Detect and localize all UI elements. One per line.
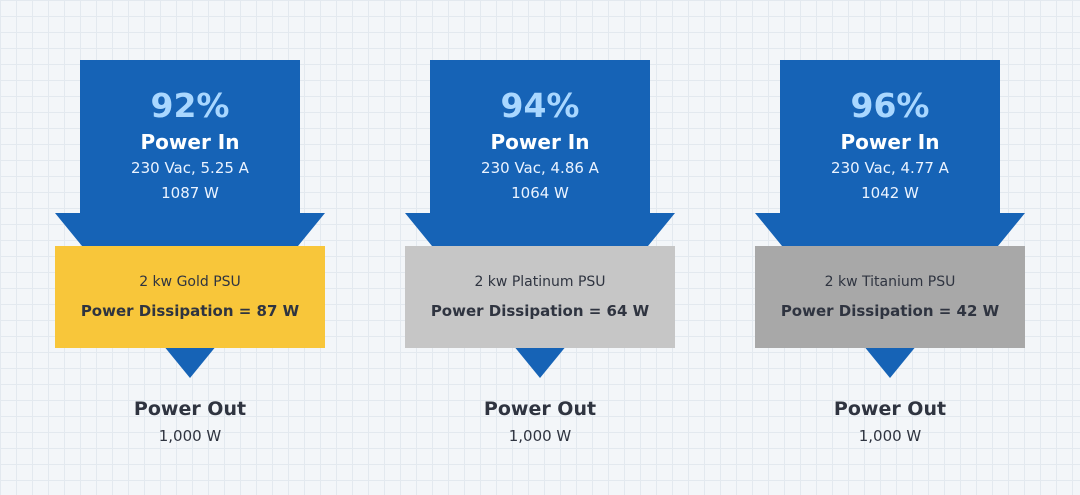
power-flow-arrow <box>755 60 1025 378</box>
efficiency-value: 92% <box>150 86 230 125</box>
input-voltage-current: 230 Vac, 4.86 A <box>481 159 599 177</box>
efficiency-value: 94% <box>500 86 580 125</box>
input-watts: 1064 W <box>511 184 569 202</box>
input-watts: 1042 W <box>861 184 919 202</box>
psu-box: 2 kw Gold PSU Power Dissipation = 87 W <box>55 246 325 348</box>
psu-unit-gold: 92% Power In 230 Vac, 5.25 A 1087 W 2 kw… <box>40 0 340 495</box>
power-dissipation: Power Dissipation = 64 W <box>430 302 650 320</box>
psu-box: 2 kw Platinum PSU Power Dissipation = 64… <box>405 246 675 348</box>
power-in-block: 96% Power In 230 Vac, 4.77 A 1042 W <box>780 86 1000 206</box>
power-out-value: 1,000 W <box>158 427 222 445</box>
input-watts: 1087 W <box>161 184 219 202</box>
power-in-label: Power In <box>140 130 240 154</box>
power-dissipation: Power Dissipation = 87 W <box>80 302 300 320</box>
power-out-value: 1,000 W <box>858 427 922 445</box>
psu-name: 2 kw Titanium PSU <box>824 274 956 290</box>
power-out-block: Power Out 1,000 W <box>390 396 690 448</box>
efficiency-value: 96% <box>850 86 930 125</box>
input-voltage-current: 230 Vac, 5.25 A <box>131 159 249 177</box>
power-out-block: Power Out 1,000 W <box>740 396 1040 448</box>
power-in-block: 92% Power In 230 Vac, 5.25 A 1087 W <box>80 86 300 206</box>
power-out-label: Power Out <box>483 398 597 420</box>
psu-unit-platinum: 94% Power In 230 Vac, 4.86 A 1064 W 2 kw… <box>390 0 690 495</box>
psu-unit-titanium: 96% Power In 230 Vac, 4.77 A 1042 W 2 kw… <box>740 0 1040 495</box>
power-out-label: Power Out <box>133 398 247 420</box>
power-flow-arrow <box>405 60 675 378</box>
power-out-label: Power Out <box>833 398 947 420</box>
power-in-block: 94% Power In 230 Vac, 4.86 A 1064 W <box>430 86 650 206</box>
psu-name: 2 kw Platinum PSU <box>474 274 606 290</box>
power-in-label: Power In <box>840 130 940 154</box>
power-dissipation: Power Dissipation = 42 W <box>780 302 1000 320</box>
psu-box: 2 kw Titanium PSU Power Dissipation = 42… <box>755 246 1025 348</box>
power-in-label: Power In <box>490 130 590 154</box>
input-voltage-current: 230 Vac, 4.77 A <box>831 159 949 177</box>
power-out-value: 1,000 W <box>508 427 572 445</box>
power-out-block: Power Out 1,000 W <box>40 396 340 448</box>
psu-name: 2 kw Gold PSU <box>139 274 241 290</box>
power-flow-arrow <box>55 60 325 378</box>
